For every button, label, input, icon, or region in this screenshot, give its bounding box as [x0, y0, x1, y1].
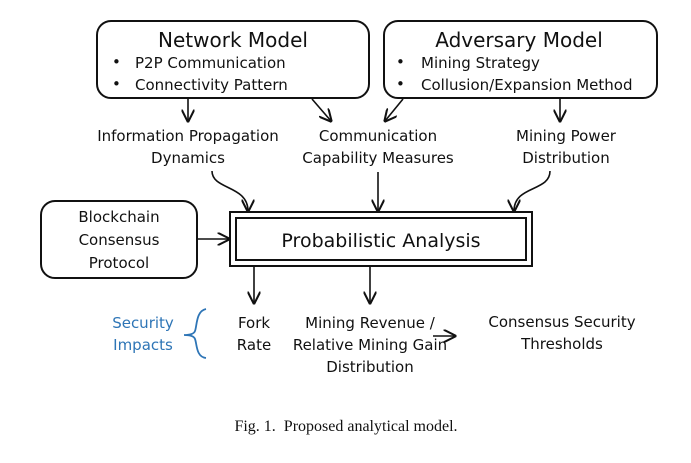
label-line: Consensus: [79, 231, 160, 249]
label-line: Impacts: [113, 336, 173, 354]
arrow: [385, 98, 404, 121]
network-item: P2P Communication: [135, 54, 286, 72]
info-propagation-label: Information Propagation Dynamics: [97, 127, 279, 167]
label-line: Relative Mining Gain: [293, 336, 447, 354]
bullet: •: [112, 75, 121, 93]
arrow: [311, 98, 331, 121]
label-line: Dynamics: [151, 149, 225, 167]
adversary-item: Collusion/Expansion Method: [421, 76, 632, 94]
label-line: Consensus Security: [488, 313, 635, 331]
bullet: •: [396, 75, 405, 93]
network-model-title: Network Model: [158, 28, 308, 52]
fork-rate-label: Fork Rate: [237, 314, 271, 354]
thresholds-label: Consensus Security Thresholds: [488, 313, 635, 353]
label-line: Mining Power: [516, 127, 617, 145]
label-line: Fork: [238, 314, 270, 332]
label-line: Distribution: [326, 358, 414, 376]
label-line: Thresholds: [520, 335, 603, 353]
curved-arrow: [514, 170, 551, 211]
curly-brace-icon: [183, 308, 207, 359]
network-model-box: Network Model • P2P Communication • Conn…: [96, 20, 370, 99]
network-item: Connectivity Pattern: [135, 76, 288, 94]
adversary-model-box: Adversary Model • Mining Strategy • Coll…: [383, 20, 658, 99]
figure-caption: Fig. 1. Proposed analytical model.: [234, 418, 457, 435]
label-line: Rate: [237, 336, 271, 354]
label-line: Capability Measures: [302, 149, 454, 167]
label-line: Security: [112, 314, 174, 332]
adversary-item: Mining Strategy: [421, 54, 540, 72]
adversary-model-title: Adversary Model: [435, 28, 603, 52]
label-line: Protocol: [89, 254, 149, 272]
label-line: Communication: [319, 127, 437, 145]
label-line: Blockchain: [78, 208, 159, 226]
bullet: •: [396, 53, 405, 71]
bullet: •: [112, 53, 121, 71]
label-line: Information Propagation: [97, 127, 279, 145]
blockchain-consensus-box: Blockchain Consensus Protocol: [40, 200, 198, 279]
security-impacts-label: Security Impacts: [112, 314, 174, 354]
probabilistic-analysis-label: Probabilistic Analysis: [281, 230, 480, 252]
probabilistic-analysis-box: Probabilistic Analysis: [229, 211, 533, 267]
communication-label: Communication Capability Measures: [302, 127, 454, 167]
mining-power-label: Mining Power Distribution: [516, 127, 617, 167]
mining-revenue-label: Mining Revenue / Relative Mining Gain Di…: [293, 314, 447, 376]
label-line: Mining Revenue /: [305, 314, 436, 332]
label-line: Distribution: [522, 149, 610, 167]
curved-arrow: [211, 170, 248, 211]
